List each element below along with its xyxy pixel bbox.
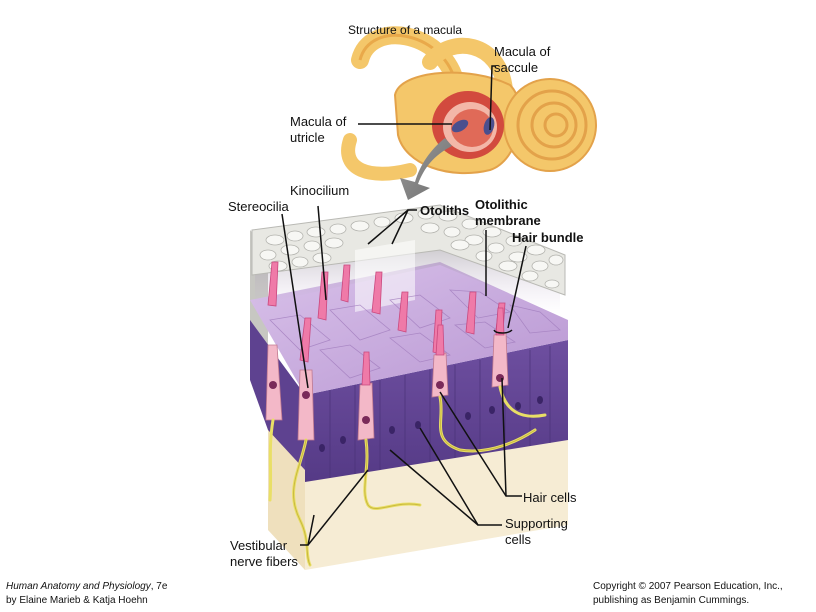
label-vestibular-nerve-fibers: Vestibular nerve fibers — [230, 538, 298, 569]
diagram-title: Structure of a macula — [348, 23, 463, 37]
footer-edition: , 7e — [150, 581, 168, 592]
label-hair-cells: Hair cells — [523, 490, 577, 505]
footer-copyright: Copyright © 2007 Pearson Education, Inc.… — [593, 580, 783, 608]
footer-citation: Human Anatomy and Physiology, 7e by Elai… — [6, 580, 167, 608]
footer-copyright-line1: Copyright © 2007 Pearson Education, Inc.… — [593, 581, 783, 592]
footer-book-title: Human Anatomy and Physiology — [6, 581, 151, 592]
label-otoliths: Otoliths — [420, 203, 470, 218]
macula-tissue-block — [250, 204, 568, 570]
label-kinocilium: Kinocilium — [290, 183, 350, 198]
label-otolithic-membrane: Otolithic membrane — [475, 197, 541, 228]
zoom-arrow-icon — [400, 138, 452, 200]
inner-ear-illustration — [341, 26, 597, 181]
label-supporting-cells: Supporting cells — [505, 516, 568, 547]
footer-authors: by Elaine Marieb & Katja Hoehn — [6, 595, 148, 606]
footer-copyright-line2: publishing as Benjamin Cummings. — [593, 595, 750, 606]
label-macula-of-utricle: Macula of utricle — [290, 114, 347, 145]
leader-lines — [281, 65, 527, 546]
label-stereocilia: Stereocilia — [228, 199, 289, 214]
label-macula-of-saccule: Macula of saccule — [494, 44, 551, 75]
label-hair-bundle: Hair bundle — [512, 230, 584, 245]
